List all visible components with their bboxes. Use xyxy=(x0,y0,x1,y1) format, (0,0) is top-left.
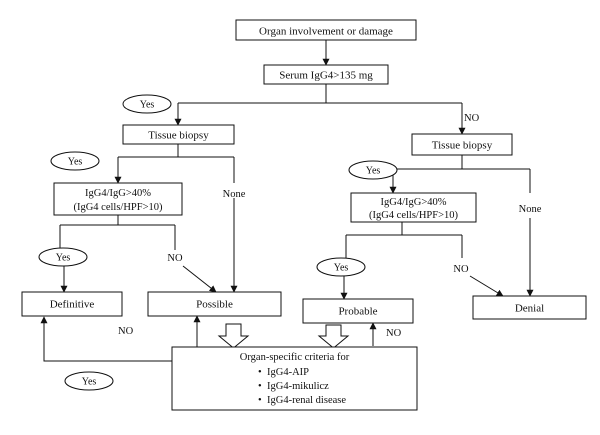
tissue-biopsy-right-text: Tissue biopsy xyxy=(432,140,493,152)
yes-ellipse-ratio-right: Yes xyxy=(316,257,366,277)
serum-igg4-text: Serum IgG4>135 mg xyxy=(279,70,373,82)
block-arrow-probable-to-criteria xyxy=(317,324,350,349)
box-tissue-biopsy-left: Tissue biopsy xyxy=(122,124,235,145)
yes-ellipse-biopsy-right: Yes xyxy=(348,160,398,180)
arrow-no-to-possible xyxy=(182,265,217,293)
ratio-left-line2: (IgG4 cells/HPF>10) xyxy=(73,202,163,213)
yes-ratio-left-text: Yes xyxy=(56,253,71,264)
denial-text: Denial xyxy=(515,303,544,315)
no-serum-label: NO xyxy=(464,113,480,124)
block-arrows xyxy=(217,323,350,349)
box-ratio-right: IgG4/IgG>40% (IgG4 cells/HPF>10) xyxy=(350,192,477,223)
criteria-bullet-3: • xyxy=(258,395,262,406)
yes-ellipse-biopsy-left: Yes xyxy=(50,151,100,171)
ratio-right-line2: (IgG4 cells/HPF>10) xyxy=(369,210,459,221)
ratio-right-line1: IgG4/IgG>40% xyxy=(381,197,447,208)
criteria-item-aip: IgG4-AIP xyxy=(267,367,309,378)
yes-serum-text: Yes xyxy=(140,100,155,111)
ratio-left-line1: IgG4/IgG>40% xyxy=(85,188,151,199)
block-arrow-possible-to-criteria xyxy=(217,323,250,349)
possible-text: Possible xyxy=(196,299,233,311)
none-right-label: None xyxy=(519,204,542,215)
box-probable: Probable xyxy=(302,298,414,324)
criteria-bullet-2: • xyxy=(258,381,262,392)
box-tissue-biopsy-right: Tissue biopsy xyxy=(411,133,513,156)
no-probable-label: NO xyxy=(386,328,402,339)
yes-biopsy-left-text: Yes xyxy=(68,157,83,168)
criteria-title-text: Organ-specific criteria for xyxy=(240,352,350,363)
yes-biopsy-right-text: Yes xyxy=(366,166,381,177)
box-denial: Denial xyxy=(472,295,587,320)
box-ratio-left: IgG4/IgG>40% (IgG4 cells/HPF>10) xyxy=(53,182,183,216)
criteria-item-mikulicz: IgG4-mikulicz xyxy=(267,381,329,392)
tissue-biopsy-left-text: Tissue biopsy xyxy=(148,130,209,142)
arrow-no-to-denial xyxy=(469,275,504,297)
box-possible: Possible xyxy=(147,291,282,317)
definitive-text: Definitive xyxy=(50,299,95,311)
yes-ratio-right-text: Yes xyxy=(334,263,349,274)
criteria-item-renal: IgG4-renal disease xyxy=(267,395,346,406)
box-serum-igg4: Serum IgG4>135 mg xyxy=(263,64,389,85)
box-definitive: Definitive xyxy=(21,291,123,317)
none-left-label: None xyxy=(223,189,246,200)
box-organ-involvement: Organ involvement or damage xyxy=(235,19,417,41)
probable-text: Probable xyxy=(338,306,377,318)
yes-criteria-text: Yes xyxy=(82,377,97,388)
no-ratio-left-label: NO xyxy=(167,253,183,264)
arrow-criteria-to-definitive xyxy=(40,316,172,362)
yes-ellipse-criteria: Yes xyxy=(64,371,114,391)
yes-ellipse-serum: Yes xyxy=(122,94,172,114)
no-definitive-label: NO xyxy=(118,326,134,337)
organ-involvement-text: Organ involvement or damage xyxy=(259,26,393,38)
no-ratio-right-label: NO xyxy=(453,264,469,275)
box-organ-specific-criteria: Organ-specific criteria for • IgG4-AIP •… xyxy=(171,346,418,411)
criteria-bullet-1: • xyxy=(258,367,262,378)
yes-ellipse-ratio-left: Yes xyxy=(38,247,88,267)
